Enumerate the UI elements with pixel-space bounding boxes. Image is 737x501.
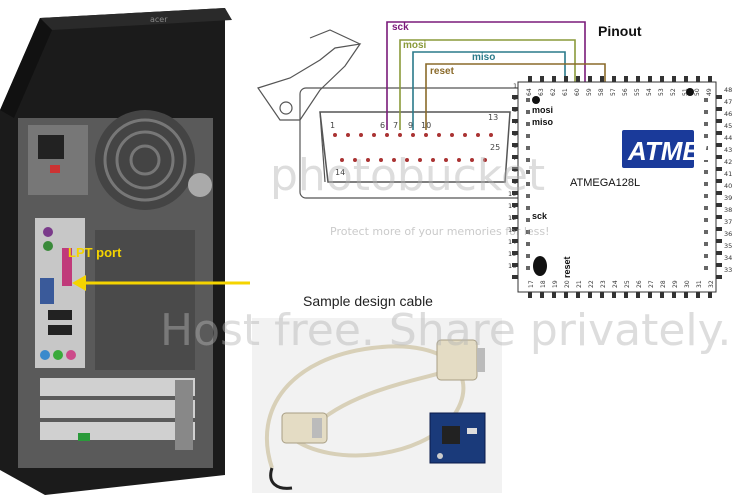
svg-text:6: 6 (513, 142, 517, 150)
db25-plug-top (436, 339, 485, 381)
svg-text:3: 3 (513, 106, 517, 114)
signal-miso-label: miso (472, 52, 495, 63)
svg-text:64: 64 (526, 88, 533, 96)
svg-text:56: 56 (622, 88, 629, 96)
pcb-board (429, 412, 486, 464)
db25-pin-13: 13 (488, 113, 498, 122)
svg-text:61: 61 (562, 88, 569, 96)
watermark-line-2: Protect more of your memories for less! (330, 225, 550, 238)
svg-text:45: 45 (724, 122, 732, 130)
watermark-line-1: photobucket (270, 150, 546, 201)
svg-text:58: 58 (598, 88, 605, 96)
db25-pin-7: 7 (393, 121, 398, 130)
svg-text:16: 16 (508, 262, 516, 270)
svg-text:17: 17 (528, 280, 535, 288)
svg-text:63: 63 (538, 88, 545, 96)
cable-caption: Sample design cable (303, 293, 433, 309)
svg-text:4: 4 (513, 118, 517, 126)
signal-reset-label: reset (430, 66, 455, 77)
svg-text:1: 1 (513, 82, 517, 90)
svg-text:60: 60 (574, 88, 581, 96)
svg-text:28: 28 (660, 280, 667, 288)
svg-text:15: 15 (508, 250, 516, 258)
svg-text:52: 52 (670, 88, 677, 96)
signal-mosi-label: mosi (403, 40, 427, 51)
svg-text:21: 21 (576, 280, 583, 288)
db25-pin-1: 1 (330, 121, 335, 130)
db25-pin-14: 14 (335, 168, 345, 177)
svg-text:5: 5 (513, 130, 517, 138)
svg-text:44: 44 (724, 134, 732, 142)
cable-photo (252, 318, 502, 493)
svg-text:12: 12 (508, 214, 516, 222)
db25-pin-25: 25 (490, 143, 500, 152)
svg-text:62: 62 (550, 88, 557, 96)
svg-text:50: 50 (694, 88, 701, 96)
svg-text:46: 46 (724, 110, 732, 118)
chip-miso-label: miso (532, 117, 554, 127)
brand-logo: acer (150, 15, 168, 24)
chip-mosi-label: mosi (532, 105, 553, 115)
arrow-left-icon (72, 275, 86, 291)
svg-text:35: 35 (724, 242, 732, 250)
svg-text:41: 41 (724, 170, 732, 178)
svg-text:37: 37 (724, 218, 732, 226)
svg-text:13: 13 (508, 226, 516, 234)
svg-text:19: 19 (552, 280, 559, 288)
svg-text:20: 20 (564, 280, 571, 288)
pinout-title: Pinout (598, 23, 642, 39)
svg-text:53: 53 (658, 88, 665, 96)
chip-sck-label: sck (532, 211, 548, 221)
atmega-chip (512, 76, 722, 298)
db25-pins (333, 133, 493, 162)
db25-pin-6: 6 (380, 121, 385, 130)
svg-text:49: 49 (706, 88, 713, 96)
svg-text:29: 29 (672, 280, 679, 288)
pc-tower-photo: acer (0, 8, 232, 495)
svg-text:9: 9 (513, 178, 517, 186)
svg-text:26: 26 (636, 280, 643, 288)
svg-text:27: 27 (648, 280, 655, 288)
svg-text:54: 54 (646, 88, 653, 96)
chip-reset-label: reset (562, 256, 572, 278)
atmel-logo: ATMEL (622, 130, 716, 168)
svg-text:55: 55 (634, 88, 641, 96)
svg-text:23: 23 (600, 280, 607, 288)
svg-text:8: 8 (513, 166, 517, 174)
svg-text:31: 31 (696, 280, 703, 288)
pinout-diagram: 1 6 7 9 10 13 14 25 sck mosi miso reset … (250, 0, 737, 300)
svg-text:11: 11 (508, 202, 516, 210)
svg-text:33: 33 (724, 266, 732, 274)
svg-text:39: 39 (724, 194, 732, 202)
svg-text:59: 59 (586, 88, 593, 96)
db25-pin-9: 9 (408, 121, 413, 130)
svg-text:40: 40 (724, 182, 732, 190)
svg-text:14: 14 (508, 238, 516, 246)
svg-text:ATMEL: ATMEL (627, 136, 716, 166)
svg-text:34: 34 (724, 254, 732, 262)
svg-text:57: 57 (610, 88, 617, 96)
svg-text:10: 10 (508, 190, 516, 198)
svg-text:43: 43 (724, 146, 732, 154)
svg-text:24: 24 (612, 280, 619, 288)
db25-plug-bottom (281, 412, 328, 444)
svg-text:48: 48 (724, 86, 732, 94)
lpt-port-label: LPT port (68, 245, 122, 260)
svg-text:38: 38 (724, 206, 732, 214)
signal-sck-label: sck (392, 22, 409, 33)
svg-text:22: 22 (588, 280, 595, 288)
svg-text:25: 25 (624, 280, 631, 288)
watermark-line-3: Host free. Share privately. (160, 305, 732, 356)
svg-text:47: 47 (724, 98, 732, 106)
svg-text:2: 2 (513, 94, 517, 102)
svg-text:51: 51 (682, 88, 689, 96)
svg-text:36: 36 (724, 230, 732, 238)
chip-name: ATMEGA128L (570, 177, 640, 189)
svg-text:18: 18 (540, 280, 547, 288)
svg-text:42: 42 (724, 158, 732, 166)
svg-text:30: 30 (684, 280, 691, 288)
svg-text:7: 7 (513, 154, 517, 162)
svg-text:32: 32 (708, 280, 715, 288)
